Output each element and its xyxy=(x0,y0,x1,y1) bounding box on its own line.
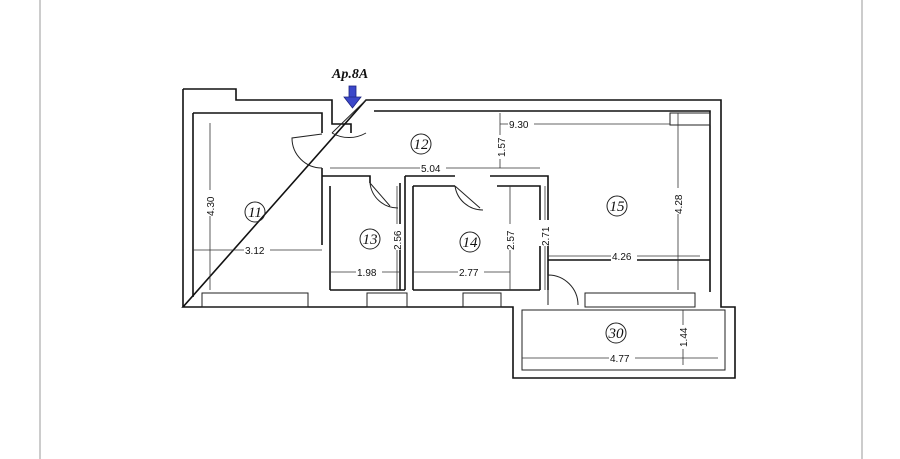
dim-1-57: 1.57 xyxy=(497,137,508,157)
dim-1-44: 1.44 xyxy=(679,327,690,347)
room-label-12: 12 xyxy=(414,137,430,153)
room-labels: 11 12 13 14 15 30 xyxy=(244,133,628,344)
room-label-11: 11 xyxy=(248,205,262,221)
dim-5-04: 5.04 xyxy=(421,164,441,175)
dim-2-57: 2.57 xyxy=(506,230,517,250)
interior-walls xyxy=(321,168,710,291)
dim-4-30: 4.30 xyxy=(206,196,217,216)
room-label-15: 15 xyxy=(610,199,626,215)
doors xyxy=(291,99,579,306)
dimension-lines xyxy=(193,113,718,365)
dim-2-56: 2.56 xyxy=(393,230,404,250)
room-label-13: 13 xyxy=(363,232,378,248)
dim-1-98: 1.98 xyxy=(357,268,377,279)
dim-4-28: 4.28 xyxy=(674,194,685,214)
dim-4-77: 4.77 xyxy=(610,354,630,365)
entrance-door xyxy=(331,99,367,134)
room-label-30: 30 xyxy=(608,326,625,342)
dimension-texts: 9.30 1.57 5.04 4.30 3.12 2.56 1.98 2.57 … xyxy=(204,117,690,365)
room-label-14: 14 xyxy=(463,235,479,251)
dim-9-30: 9.30 xyxy=(509,120,529,131)
dim-2-71: 2.71 xyxy=(541,226,552,246)
door-balcony xyxy=(547,274,579,306)
apartment-label: Ap.8A xyxy=(331,67,368,82)
outer-walls xyxy=(181,88,736,379)
door-room-13 xyxy=(369,182,399,209)
door-room-14 xyxy=(454,185,484,211)
dim-2-77: 2.77 xyxy=(459,268,479,279)
door-room-11 xyxy=(291,133,323,169)
entrance-arrow-icon xyxy=(343,85,362,109)
dim-4-26: 4.26 xyxy=(612,252,632,263)
dim-3-12: 3.12 xyxy=(245,246,265,257)
